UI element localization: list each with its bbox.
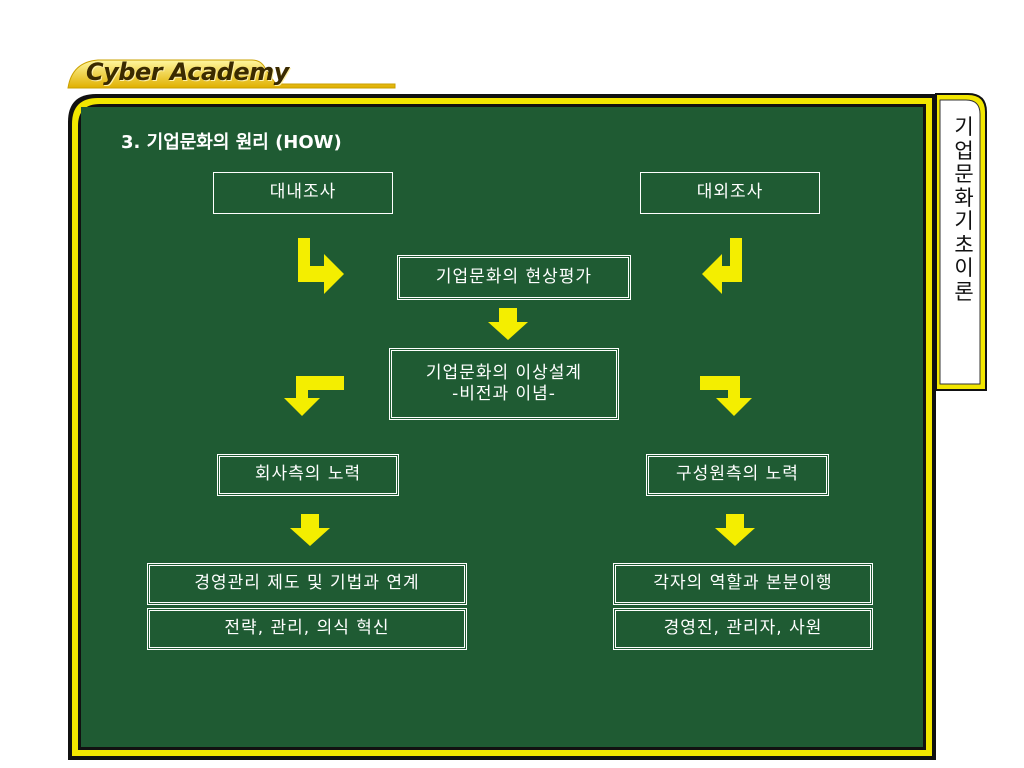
logo-text: Cyber Academy — [86, 58, 289, 86]
node-ideal-design: 기업문화의 이상설계 -비전과 이념- — [389, 348, 619, 420]
node-internal-survey: 대내조사 — [213, 172, 393, 214]
node-ideal-design-line2: -비전과 이념- — [452, 384, 556, 404]
node-ideal-design-line1: 기업문화의 이상설계 — [425, 362, 583, 383]
side-tab-label: 기 업 문 화 기 초 이 론 — [947, 115, 981, 304]
slide-title: 3. 기업문화의 원리 (HOW) — [121, 132, 342, 153]
node-external-survey: 대외조사 — [640, 172, 820, 214]
node-current-evaluation: 기업문화의 현상평가 — [397, 255, 631, 300]
side-tab-char: 론 — [954, 279, 974, 304]
node-role-detail: 경영진, 관리자, 사원 — [613, 608, 873, 650]
cyber-academy-logo — [67, 59, 396, 89]
node-company-effort: 회사측의 노력 — [217, 454, 399, 496]
side-tab-char: 이 — [954, 256, 974, 280]
side-tab-char: 업 — [954, 138, 974, 163]
side-tab-char: 화 — [954, 185, 974, 210]
side-tab-char: 기 — [954, 115, 974, 139]
side-tab-char: 초 — [954, 232, 974, 257]
node-role-fulfillment: 각자의 역할과 본분이행 — [613, 563, 873, 605]
node-management-detail: 전략, 관리, 의식 혁신 — [147, 608, 467, 650]
side-tab-char: 문 — [954, 162, 974, 186]
side-tab-char: 기 — [954, 209, 974, 233]
node-management-link: 경영관리 제도 및 기법과 연계 — [147, 563, 467, 605]
node-member-effort: 구성원측의 노력 — [646, 454, 829, 496]
